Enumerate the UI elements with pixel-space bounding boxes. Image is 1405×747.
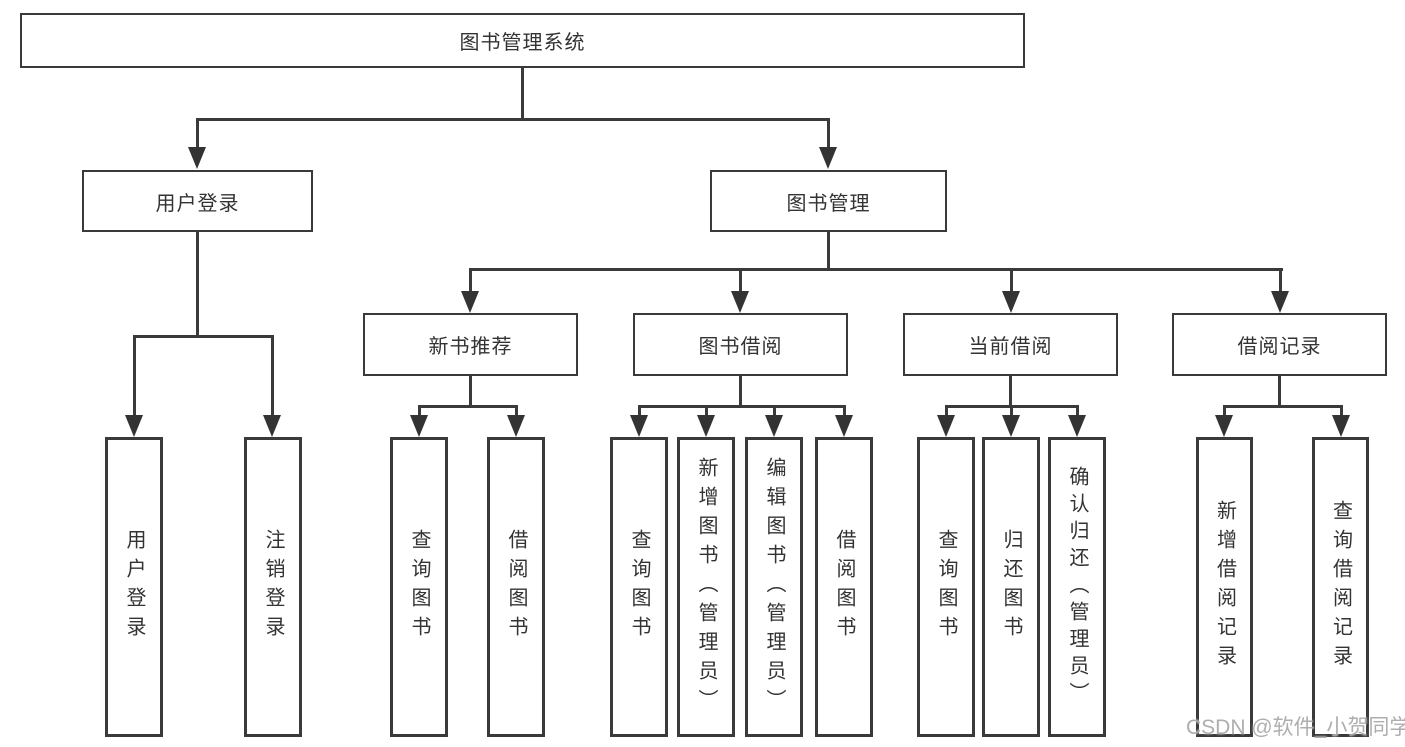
arrow-groupB-4-icon <box>835 415 853 437</box>
connector-new-book-stem <box>469 375 472 407</box>
leaf-query-books-recommend: 查询图书 <box>390 437 448 737</box>
connector-borrow-records-stem <box>1278 375 1281 407</box>
connector-groupD-1 <box>1223 405 1226 418</box>
leaf-confirm-return-admin: 确认归还（管理员） <box>1048 437 1106 737</box>
leaf-edit-books-admin: 编辑图书（管理员） <box>745 437 803 737</box>
leaf-query-borrow-record: 查询借阅记录 <box>1312 437 1369 737</box>
leaf-query-books-borrow: 查询图书 <box>610 437 668 737</box>
connector-to-leaf-logout <box>271 335 274 417</box>
leaf-borrow-books-recommend: 借阅图书 <box>487 437 545 737</box>
connector-groupA-1 <box>418 405 421 418</box>
connector-groupB-1 <box>638 405 641 418</box>
leaf-logout: 注销登录 <box>244 437 302 737</box>
node-book-borrow: 图书借阅 <box>633 313 848 376</box>
connector-book-mgmt-branch <box>469 268 1283 271</box>
connector-root-branch <box>196 118 830 121</box>
arrow-to-user-login-icon <box>188 147 206 169</box>
arrow-to-leaf-logout-icon <box>263 415 281 437</box>
arrow-groupC-2-icon <box>1002 415 1020 437</box>
arrow-to-borrow-records-icon <box>1271 291 1289 313</box>
connector-groupD-2 <box>1340 405 1343 418</box>
leaf-query-books-current: 查询图书 <box>917 437 975 737</box>
connector-to-user-login <box>196 118 199 150</box>
connector-user-login-branch <box>133 335 274 338</box>
node-book-management: 图书管理 <box>710 170 947 232</box>
arrow-groupC-3-icon <box>1068 415 1086 437</box>
arrow-groupA-2-icon <box>507 415 525 437</box>
leaf-borrow-books-borrow: 借阅图书 <box>815 437 873 737</box>
connector-groupB-branch <box>638 405 846 408</box>
connector-book-borrow-stem <box>739 375 742 407</box>
connector-to-current-borrow <box>1010 268 1013 294</box>
connector-groupB-2 <box>705 405 708 418</box>
arrow-to-book-management-icon <box>819 147 837 169</box>
node-current-borrow: 当前借阅 <box>903 313 1118 376</box>
arrow-groupD-2-icon <box>1332 415 1350 437</box>
connector-groupB-3 <box>773 405 776 418</box>
connector-groupC-3 <box>1076 405 1079 418</box>
connector-groupC-2 <box>1010 405 1013 418</box>
arrow-groupB-2-icon <box>697 415 715 437</box>
arrow-groupC-1-icon <box>937 415 955 437</box>
arrow-to-book-borrow-icon <box>731 291 749 313</box>
connector-to-book-borrow <box>739 268 742 294</box>
connector-groupA-2 <box>515 405 518 418</box>
connector-to-new-book <box>469 268 472 294</box>
leaf-user-login: 用户登录 <box>105 437 163 737</box>
node-library-management-system: 图书管理系统 <box>20 13 1025 68</box>
connector-groupA-branch <box>418 405 518 408</box>
node-new-book-recommend: 新书推荐 <box>363 313 578 376</box>
leaf-add-books-admin: 新增图书（管理员） <box>677 437 735 737</box>
arrow-to-new-book-icon <box>461 291 479 313</box>
leaf-add-borrow-record: 新增借阅记录 <box>1196 437 1253 737</box>
arrow-to-leaf-login-icon <box>125 415 143 437</box>
arrow-groupA-1-icon <box>410 415 428 437</box>
connector-root-stem <box>521 67 524 120</box>
csdn-watermark: CSDN @软件_小贺同学 <box>1186 716 1405 739</box>
node-borrow-records: 借阅记录 <box>1172 313 1387 376</box>
connector-book-mgmt-stem <box>827 231 830 270</box>
connector-to-borrow-records <box>1279 268 1282 294</box>
leaf-return-books: 归还图书 <box>982 437 1040 737</box>
connector-user-login-stem <box>196 231 199 337</box>
arrow-groupB-1-icon <box>630 415 648 437</box>
connector-groupD-branch <box>1223 405 1342 408</box>
arrow-to-current-borrow-icon <box>1002 291 1020 313</box>
connector-to-leaf-login <box>133 335 136 417</box>
connector-to-book-management <box>827 118 830 150</box>
arrow-groupB-3-icon <box>765 415 783 437</box>
arrow-groupD-1-icon <box>1215 415 1233 437</box>
connector-current-borrow-stem <box>1009 375 1012 407</box>
connector-groupB-4 <box>843 405 846 418</box>
node-user-login: 用户登录 <box>82 170 313 232</box>
connector-groupC-1 <box>945 405 948 418</box>
